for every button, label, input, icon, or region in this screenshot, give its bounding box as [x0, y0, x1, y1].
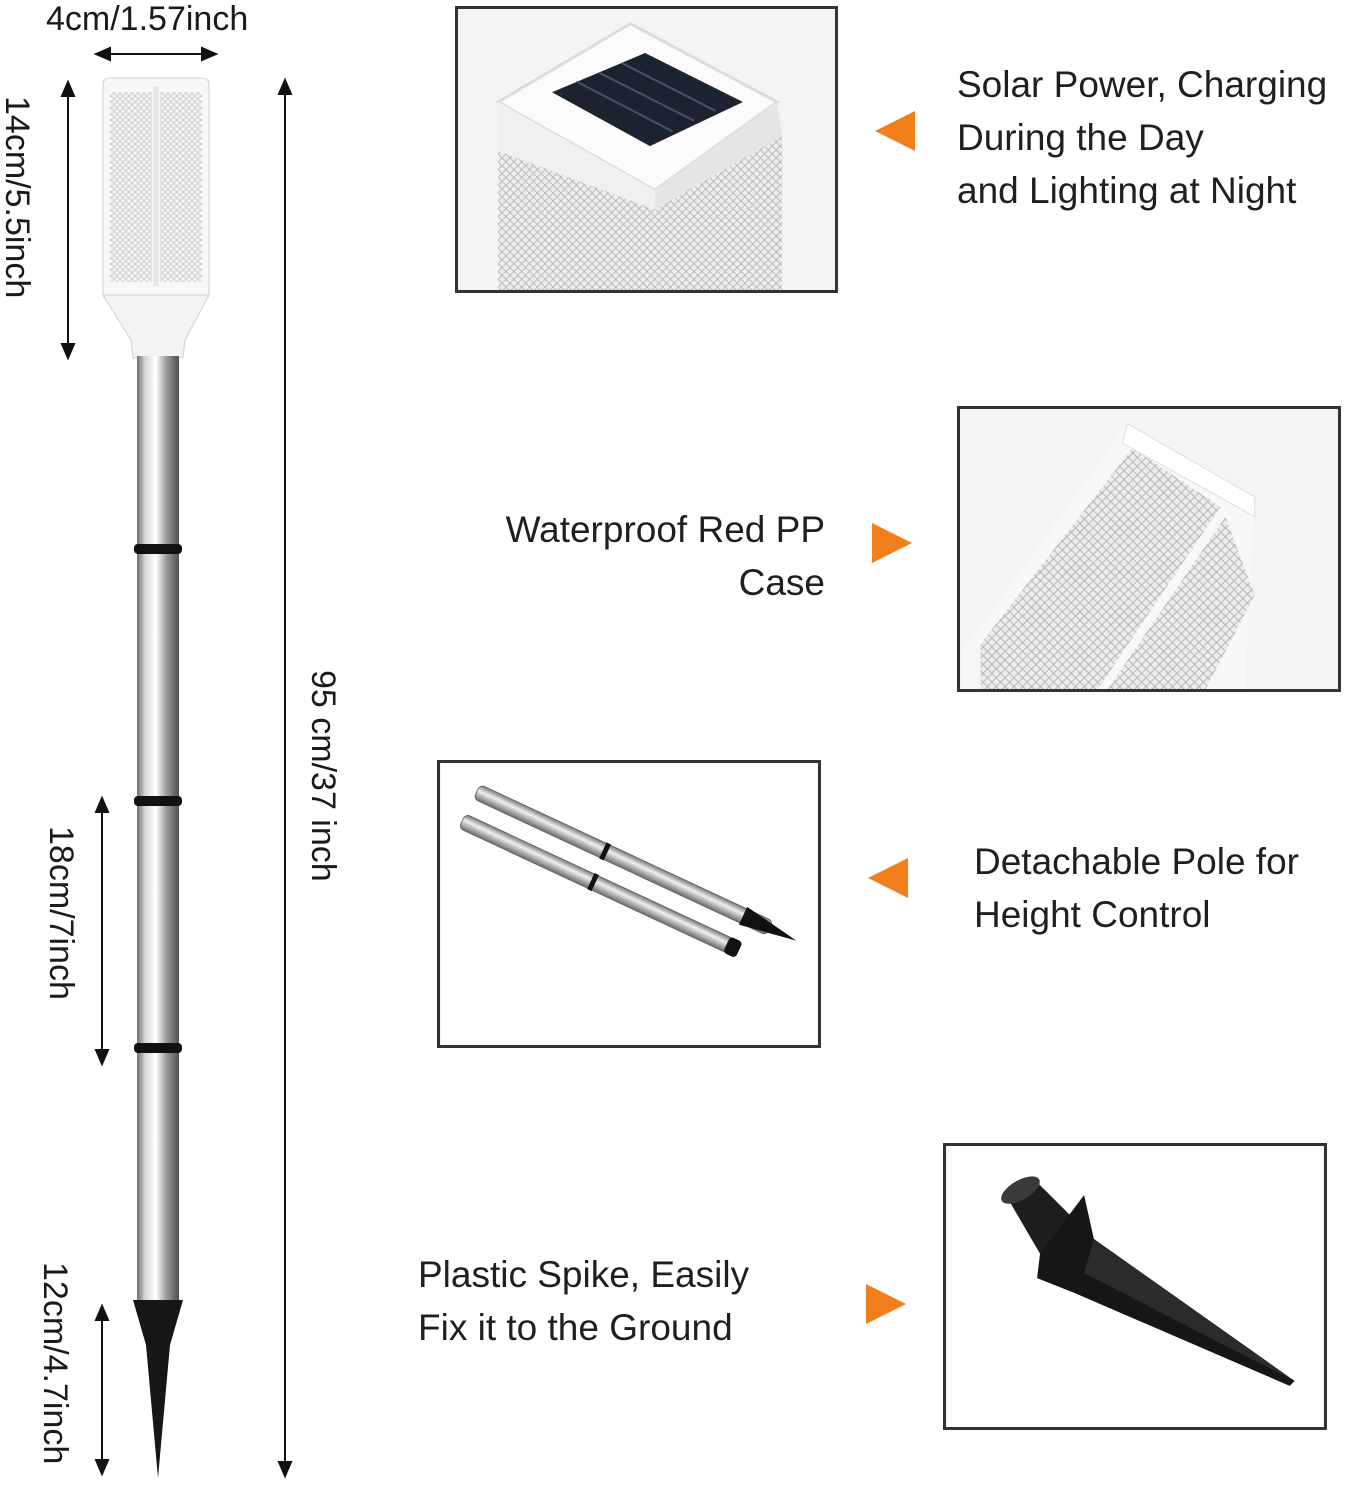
spike-length-line — [94, 1303, 110, 1477]
ground-spike — [133, 1300, 183, 1478]
head-width-line — [93, 46, 219, 62]
case-feature-line-1: Waterproof Red PP — [505, 509, 825, 550]
head-width-label: 4cm/1.57inch — [46, 0, 249, 38]
pole-pointer-arrow — [868, 858, 908, 898]
product-diagram — [60, 46, 293, 1479]
head-height-line — [60, 79, 76, 361]
pole-photo — [437, 760, 821, 1048]
pole-joints — [134, 544, 182, 1053]
solar-feature-text: Solar Power, Charging During the Day and… — [957, 58, 1327, 217]
pole-feature-line-2: Height Control — [974, 894, 1211, 935]
detachable-pole-icon — [441, 763, 817, 1045]
segment-length-label: 18cm/7inch — [42, 826, 80, 1000]
pole — [137, 356, 179, 1306]
spike-pointer-arrow — [866, 1284, 906, 1324]
spike-feature-line-1: Plastic Spike, Easily — [418, 1254, 750, 1295]
case-feature-text: Waterproof Red PP Case — [440, 503, 825, 609]
solar-feature-line-2: During the Day — [957, 117, 1204, 158]
pole-feature-line-1: Detachable Pole for — [974, 841, 1299, 882]
total-height-line — [277, 77, 293, 1479]
plastic-spike-icon — [947, 1146, 1323, 1427]
total-height-label: 95 cm/37 inch — [304, 670, 342, 882]
case-photo — [957, 406, 1341, 692]
case-pointer-arrow — [872, 523, 912, 563]
spike-length-label: 12cm/4.7inch — [36, 1262, 74, 1465]
mesh-case-icon — [961, 409, 1337, 689]
solar-feature-line-3: and Lighting at Night — [957, 170, 1297, 211]
solar-feature-line-1: Solar Power, Charging — [957, 64, 1328, 105]
lamp-head — [102, 77, 210, 359]
solar-panel-photo — [455, 6, 838, 293]
spike-feature-text: Plastic Spike, Easily Fix it to the Grou… — [418, 1248, 749, 1354]
pole-feature-text: Detachable Pole for Height Control — [974, 835, 1299, 941]
segment-length-line — [94, 795, 110, 1067]
case-feature-line-2: Case — [738, 562, 825, 603]
solar-pointer-arrow — [875, 111, 915, 151]
spike-photo — [943, 1143, 1327, 1430]
spike-feature-line-2: Fix it to the Ground — [418, 1307, 733, 1348]
solar-panel-top-icon — [459, 9, 834, 290]
head-height-label: 14cm/5.5inch — [0, 96, 36, 299]
